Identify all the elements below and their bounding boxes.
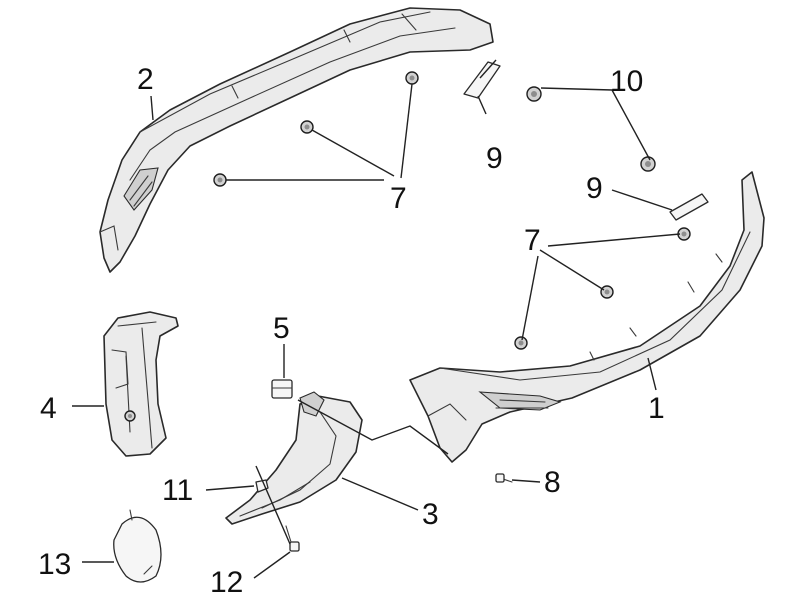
part-7-grommet [514, 336, 528, 350]
part-4-bracket [103, 311, 179, 457]
callout-2: 2 [137, 63, 154, 96]
callout-11: 11 [162, 474, 193, 507]
part-8-screw [495, 473, 513, 483]
part-9-bracket-lower [669, 193, 709, 221]
callout-9-lower: 9 [586, 172, 603, 205]
callout-13: 13 [38, 548, 71, 581]
callout-5: 5 [273, 312, 290, 345]
callout-9-upper: 9 [486, 142, 503, 175]
part-3-center-bracket [225, 391, 363, 525]
part-5-clip [271, 379, 293, 399]
part-10-clip-lower [640, 156, 656, 172]
callout-1: 1 [648, 392, 665, 425]
part-2-upper-cover [99, 7, 494, 273]
part-9-bracket-upper [463, 61, 501, 99]
part-7-grommet [300, 120, 314, 134]
leader-lines [72, 59, 681, 579]
callout-3: 3 [422, 498, 439, 531]
part-13-cap [113, 509, 162, 583]
callout-7-upper: 7 [390, 182, 407, 215]
callout-8: 8 [544, 466, 561, 499]
callout-4: 4 [40, 392, 57, 425]
part-12-screw [285, 525, 300, 552]
callout-10: 10 [610, 65, 643, 98]
part-7-grommet [405, 71, 419, 85]
callout-12: 12 [210, 566, 243, 599]
part-1-lower-cover [409, 171, 765, 463]
part-7-grommet [677, 227, 691, 241]
part-7-grommet [600, 285, 614, 299]
part-7-grommet [213, 173, 227, 187]
part-10-clip-upper [526, 86, 542, 102]
callout-7-lower: 7 [524, 224, 541, 257]
